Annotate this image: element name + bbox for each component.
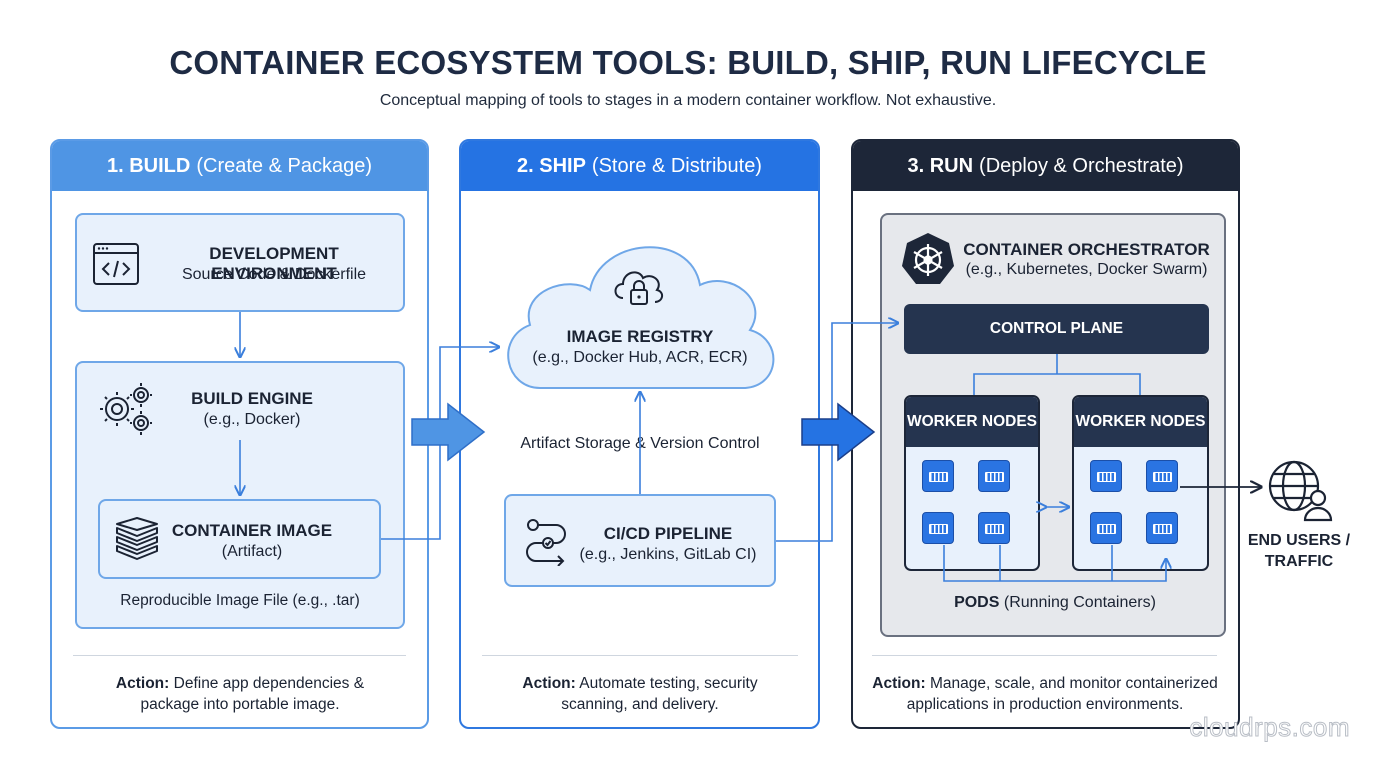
end-users-line1: END USERS / (1247, 532, 1351, 549)
run-divider (872, 655, 1217, 656)
run-header: 3. RUN (Deploy & Orchestrate) (853, 141, 1238, 191)
page-subtitle: Conceptual mapping of tools to stages in… (379, 92, 997, 109)
worker-node-1-label: WORKER NODES (906, 397, 1038, 447)
build-action-label: Action: (115, 675, 170, 692)
pod-container (1146, 512, 1178, 544)
pods-label-strong: PODS (954, 594, 1000, 611)
build-engine-title: BUILD ENGINE (191, 389, 313, 408)
ship-divider (482, 655, 798, 656)
kubernetes-helm-icon (902, 233, 954, 284)
ship-action: Action: Automate testing, security scann… (470, 673, 810, 715)
page-title: CONTAINER ECOSYSTEM TOOLS: BUILD, SHIP, … (169, 44, 1207, 81)
dev-environment-box: DEVELOPMENT ENVIRONMENT Source Code & Do… (75, 213, 405, 312)
build-action: Action: Define app dependencies & packag… (70, 673, 410, 715)
pod-container (1090, 512, 1122, 544)
build-header: 1. BUILD (Create & Package) (52, 141, 427, 191)
globe-user-icon (1268, 460, 1333, 522)
orchestrator-sub: (e.g., Kubernetes, Docker Swarm) (965, 261, 1208, 278)
ship-action-line1: Automate testing, security (579, 675, 758, 692)
build-engine-sub: (e.g., Docker) (203, 411, 301, 428)
ship-action-line2: scanning, and delivery. (561, 696, 719, 713)
container-image-sub: (Artifact) (221, 543, 283, 560)
build-number: 1. BUILD (107, 154, 191, 177)
end-users-line2: TRAFFIC (1264, 553, 1334, 570)
pods-label-desc: (Running Containers) (1003, 594, 1156, 611)
end-users-label: END USERS / TRAFFIC (1242, 530, 1356, 572)
cicd-pipeline-box: CI/CD PIPELINE (e.g., Jenkins, GitLab CI… (504, 494, 776, 587)
run-action: Action: Manage, scale, and monitor conta… (860, 673, 1230, 715)
image-file-note: Reproducible Image File (e.g., .tar) (120, 592, 360, 609)
watermark: cloudrps.com (1189, 712, 1350, 743)
pod-container (1090, 460, 1122, 492)
container-image-title: CONTAINER IMAGE (171, 521, 333, 540)
image-registry-title: IMAGE REGISTRY (566, 327, 714, 346)
dev-environment-sub: Source Code & Dockerfile (181, 266, 367, 283)
run-number: 3. RUN (907, 154, 974, 177)
ship-header: 2. SHIP (Store & Distribute) (461, 141, 818, 191)
dev-environment-title: DEVELOPMENT ENVIRONMENT (209, 244, 339, 283)
run-action-label: Action: (872, 675, 926, 692)
ship-action-label: Action: (522, 675, 576, 692)
layers-icon (116, 517, 158, 560)
lock-cloud-icon (614, 271, 663, 305)
pod-container (978, 460, 1010, 492)
code-window-icon (93, 243, 139, 285)
pods-label: PODS (Running Containers) (900, 594, 1210, 612)
run-action-line2: applications in production environments. (906, 696, 1184, 713)
build-action-line1: Define app dependencies & (173, 675, 365, 692)
pipeline-flow-icon (526, 519, 566, 566)
build-engine-box: BUILD ENGINE (e.g., Docker) Reproducible… (75, 361, 405, 629)
ship-column: 2. SHIP (Store & Distribute) (459, 139, 820, 729)
pod-container (978, 512, 1010, 544)
image-registry-sub: (e.g., Docker Hub, ACR, ECR) (532, 349, 748, 366)
worker-node-2-label: WORKER NODES (1074, 397, 1207, 447)
pod-container (922, 512, 954, 544)
build-divider (73, 655, 406, 656)
artifact-storage-label: Artifact Storage & Version Control (520, 435, 760, 452)
orchestrator-title: CONTAINER ORCHESTRATOR (963, 240, 1210, 259)
run-action-line1: Manage, scale, and monitor containerized (929, 675, 1218, 692)
build-desc: (Create & Package) (196, 154, 372, 177)
build-action-line2: package into portable image. (140, 696, 340, 713)
pod-container (922, 460, 954, 492)
ship-number: 2. SHIP (517, 154, 586, 177)
control-plane: CONTROL PLANE (904, 304, 1209, 354)
ship-desc: (Store & Distribute) (591, 154, 762, 177)
cicd-pipeline-title: CI/CD PIPELINE (603, 524, 733, 543)
gears-icon (100, 383, 152, 435)
run-desc: (Deploy & Orchestrate) (979, 154, 1184, 177)
cicd-pipeline-sub: (e.g., Jenkins, GitLab CI) (579, 546, 757, 563)
container-image-box: CONTAINER IMAGE (Artifact) (98, 499, 381, 579)
pod-container (1146, 460, 1178, 492)
